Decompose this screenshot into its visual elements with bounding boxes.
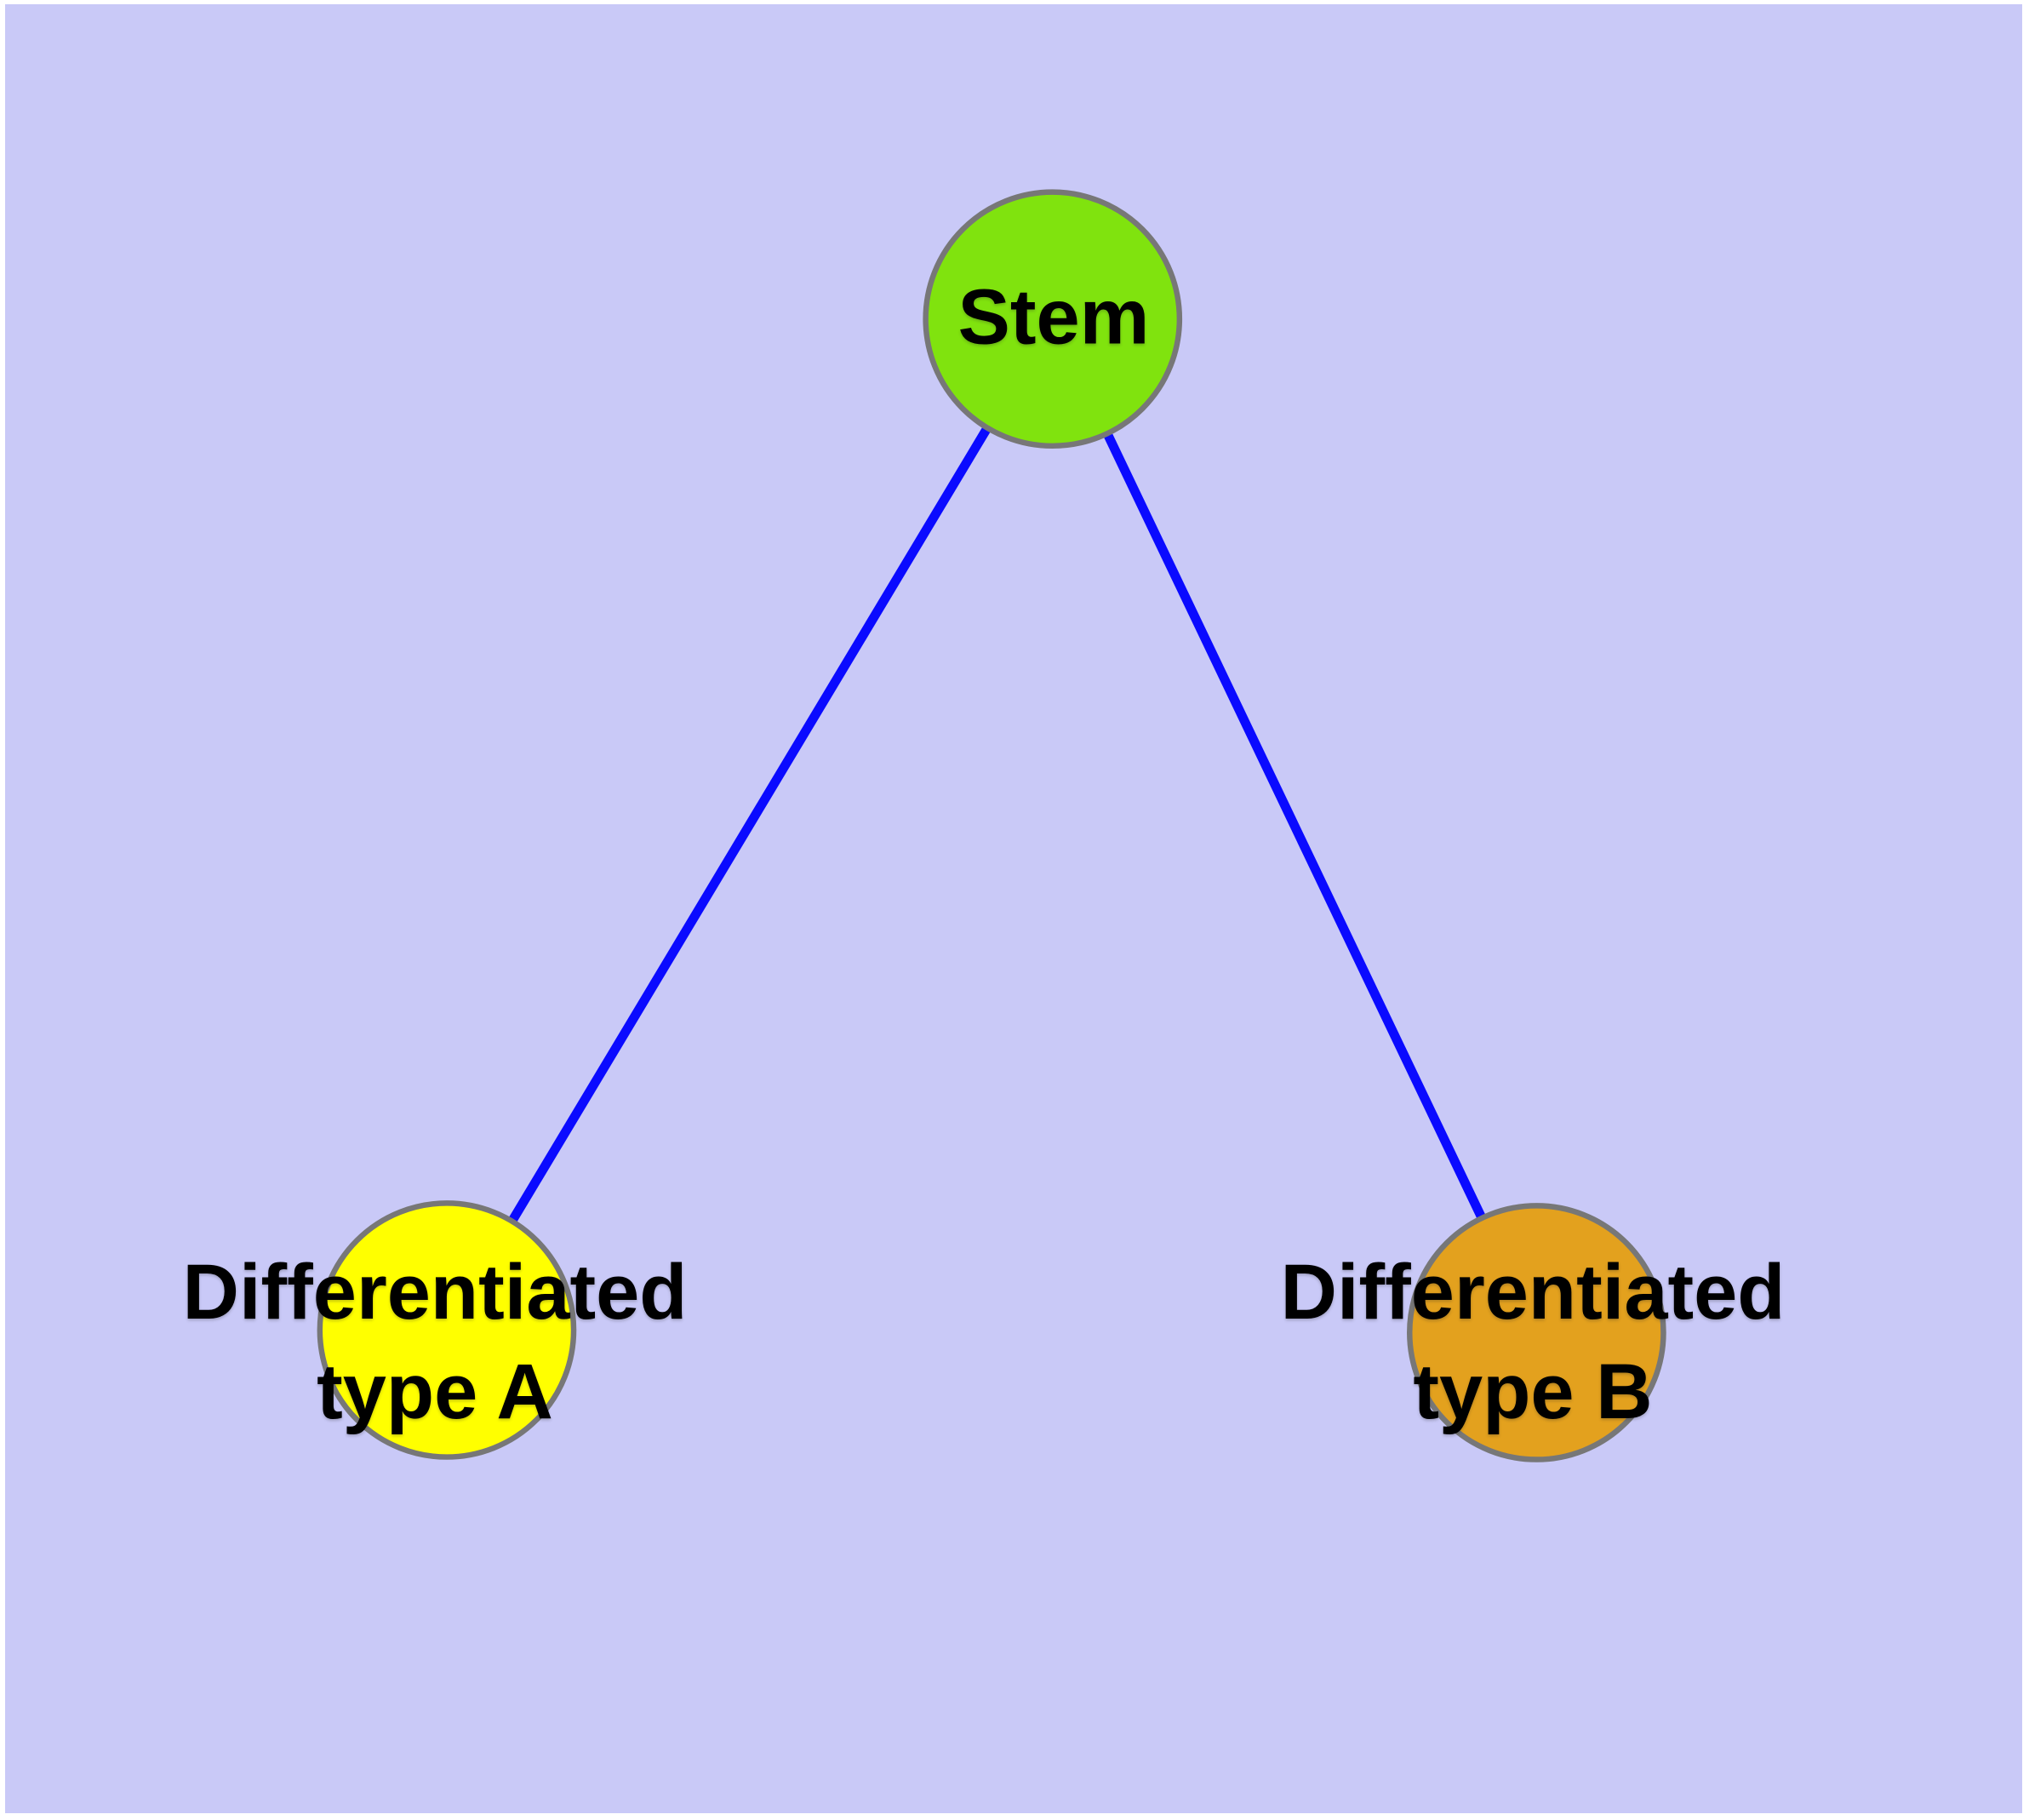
- node-stem-label: Stem: [958, 268, 1150, 368]
- node-type-b-label-line2: type B: [1413, 1348, 1653, 1435]
- node-type-b-label-line1: Differentiated: [1280, 1249, 1786, 1336]
- edge-stem-to-type-b: [1048, 317, 1541, 1335]
- node-stem-label-text: Stem: [957, 273, 1150, 361]
- node-type-a-circle: [317, 1200, 577, 1460]
- node-type-b-label: Differentiated type B: [1281, 1243, 1786, 1442]
- diagram-graphic: [317, 189, 1666, 1462]
- node-stem-circle: [923, 189, 1183, 449]
- node-type-a-label-line1: Differentiated: [182, 1249, 688, 1336]
- node-type-a-label: Differentiated type A: [183, 1243, 688, 1442]
- node-type-b-circle: [1407, 1203, 1666, 1462]
- edge-stem-to-type-a: [443, 316, 1057, 1333]
- node-type-a-label-line2: type A: [317, 1348, 553, 1435]
- diagram-canvas: Stem Differentiated type A Differentiate…: [5, 4, 2022, 1813]
